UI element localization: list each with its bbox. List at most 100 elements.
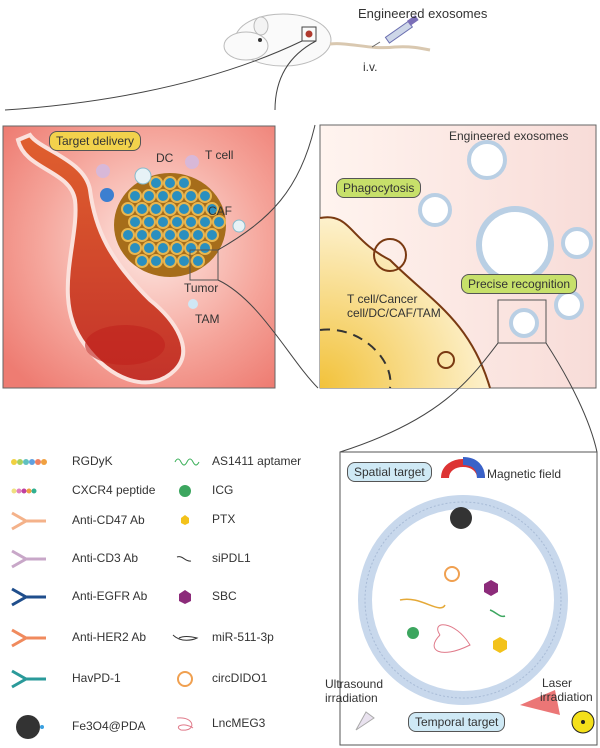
fe3o4-nanoparticle — [450, 507, 472, 529]
tumor-cell — [163, 176, 177, 190]
tumor-cell — [191, 228, 205, 242]
tumor-cell — [177, 228, 191, 242]
tumor-cell — [205, 202, 219, 216]
mirna-icon — [172, 634, 199, 641]
dc-icon — [134, 167, 152, 185]
tumor-cell — [198, 241, 212, 255]
tumor-label: Tumor — [184, 281, 219, 295]
tumor-cell — [198, 189, 212, 203]
cxcr4-peptide-icon — [31, 488, 37, 494]
tumor-cell — [128, 241, 142, 255]
tam-label: TAM — [195, 312, 220, 326]
tumor-cell — [121, 228, 135, 242]
anti-cd47-antibody-icon — [11, 511, 46, 531]
exosomes-title: Engineered exosomes — [449, 129, 569, 143]
sbc — [484, 580, 498, 596]
tumor-cell — [135, 254, 149, 268]
rgdyk-icon — [41, 459, 47, 465]
exosome-membrane — [358, 495, 568, 705]
target-cell — [320, 217, 490, 388]
circrna — [444, 566, 460, 582]
ultrasound-probe-icon — [355, 711, 375, 731]
ultrasound-label-line1: Ultrasound — [325, 677, 384, 691]
sipdl1-icon — [176, 556, 192, 562]
tumor-cell — [156, 241, 170, 255]
tumor-cell — [142, 241, 156, 255]
sirna — [489, 609, 506, 618]
icg-icon — [179, 485, 191, 497]
lncrna-icon — [176, 717, 194, 731]
cell-icon — [100, 188, 114, 202]
legend-label: circDIDO1 — [212, 671, 268, 685]
tumor-cell — [177, 176, 191, 190]
mirna — [399, 598, 446, 609]
legend-label: Anti-CD47 Ab — [72, 513, 145, 527]
legend-label: CXCR4 peptide — [72, 483, 156, 497]
legend-label: Fe3O4@PDA — [72, 719, 146, 733]
exosome — [561, 227, 593, 259]
tumor-cell — [121, 202, 135, 216]
top-title: Engineered exosomes — [358, 6, 488, 21]
tumor-cell — [177, 202, 191, 216]
aptamer-icon — [174, 458, 200, 466]
tumor-cell — [170, 241, 184, 255]
tumor-cell — [128, 215, 142, 229]
cell-type-label-line1: T cell/Cancer — [347, 292, 418, 306]
tumor-cluster — [114, 173, 226, 277]
legend-label: Anti-EGFR Ab — [72, 589, 148, 603]
tam-icon — [188, 299, 198, 309]
tumor-cell — [177, 254, 191, 268]
tumor-cell — [156, 215, 170, 229]
t-cell-icon — [185, 155, 199, 169]
fe3o4-pda-icon — [16, 715, 40, 739]
zoom-box — [497, 299, 547, 344]
cxcr4-peptide-icon — [11, 488, 17, 494]
rgdyk-icon — [23, 459, 29, 465]
exosome — [554, 290, 584, 320]
mouse-illustration — [223, 13, 431, 67]
laser-label-line2: irradiation — [540, 690, 593, 704]
tumor-cell — [205, 228, 219, 242]
tumor-cell — [156, 189, 170, 203]
target-delivery-badge: Target delivery — [49, 131, 142, 151]
tumor-cell — [135, 202, 149, 216]
tumor-cell — [149, 202, 163, 216]
tumor-cell — [149, 254, 163, 268]
legend-label: RGDyK — [72, 454, 113, 468]
anti-cd3-antibody-icon — [11, 549, 46, 569]
tcell-label: T cell — [205, 148, 234, 162]
rgdyk-icon — [29, 459, 35, 465]
caf-label: CAF — [208, 204, 232, 218]
route-label: i.v. — [363, 60, 378, 74]
rgdyk-icon — [17, 459, 23, 465]
tumor-cell — [212, 215, 226, 229]
tumor-cell — [163, 228, 177, 242]
legend-label: LncMEG3 — [212, 716, 266, 730]
syringe-icon — [371, 15, 419, 48]
cxcr4-peptide-icon — [16, 488, 22, 494]
legend-label: SBC — [212, 589, 237, 603]
tumor-cell — [128, 189, 142, 203]
icg — [407, 627, 419, 639]
legend-label: Anti-HER2 Ab — [72, 630, 147, 644]
phagosome — [373, 238, 407, 272]
rgdyk-icon — [35, 459, 41, 465]
precise-recognition-badge: Precise recognition — [461, 274, 578, 294]
tumor-cell — [149, 176, 163, 190]
exosome — [418, 193, 452, 227]
cxcr4-peptide-icon — [26, 488, 32, 494]
temporal-target-badge: Temporal target — [408, 712, 506, 732]
havpd1-icon — [11, 669, 46, 689]
tumor-cell — [170, 215, 184, 229]
legend-label: AS1411 aptamer — [212, 454, 302, 468]
spatial-target-badge: Spatial target — [347, 462, 432, 482]
sbc-icon — [179, 590, 191, 604]
caf-cell-icon — [232, 219, 246, 233]
tumor-cell — [184, 215, 198, 229]
rgdyk-icon — [11, 459, 17, 465]
tumor-cell — [163, 254, 177, 268]
laser-label-line1: Laser — [542, 676, 573, 690]
exosome — [467, 140, 507, 180]
tumor-cell — [184, 189, 198, 203]
